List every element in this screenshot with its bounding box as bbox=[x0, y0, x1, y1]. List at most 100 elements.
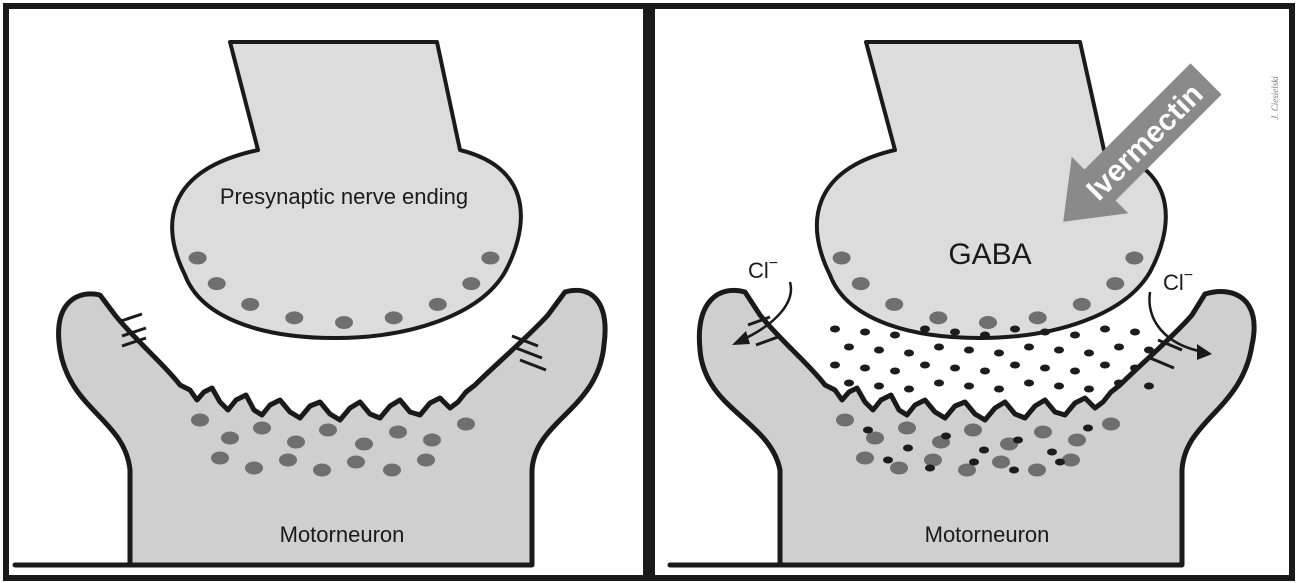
postsynaptic-dot bbox=[1028, 464, 1046, 477]
gaba-molecule bbox=[934, 344, 944, 351]
gaba-molecule bbox=[1130, 329, 1140, 336]
vesicle bbox=[208, 277, 226, 290]
gaba-molecule bbox=[1114, 344, 1124, 351]
postsynaptic-dot bbox=[1102, 418, 1120, 431]
gaba-molecule bbox=[964, 347, 974, 354]
vesicle bbox=[979, 316, 997, 329]
gaba-molecule bbox=[1010, 326, 1020, 333]
postsynaptic-dot bbox=[383, 464, 401, 477]
gaba-molecule bbox=[980, 332, 990, 339]
gaba-molecule bbox=[1054, 347, 1064, 354]
artist-signature: J. Ciesielski bbox=[1270, 76, 1280, 120]
postsynaptic-dot bbox=[898, 422, 916, 435]
left-motorneuron-label: Motorneuron bbox=[280, 522, 405, 547]
gaba-molecule bbox=[1144, 347, 1154, 354]
gaba-molecule bbox=[1024, 380, 1034, 387]
postsynaptic-dot bbox=[221, 432, 239, 445]
postsynaptic-dot bbox=[319, 424, 337, 437]
postsynaptic-dot bbox=[355, 438, 373, 451]
gaba-molecule bbox=[830, 326, 840, 333]
postsynaptic-dot bbox=[313, 464, 331, 477]
gaba-molecule bbox=[863, 427, 873, 434]
presynaptic-label: Presynaptic nerve ending bbox=[220, 184, 468, 209]
vesicle bbox=[1125, 251, 1143, 264]
gaba-molecule bbox=[1084, 350, 1094, 357]
gaba-molecule bbox=[874, 383, 884, 390]
postsynaptic-dot bbox=[992, 456, 1010, 469]
gaba-molecule bbox=[1009, 467, 1019, 474]
vesicle bbox=[929, 311, 947, 324]
gaba-molecule bbox=[904, 350, 914, 357]
gaba-molecule bbox=[925, 465, 935, 472]
gaba-molecule bbox=[1083, 425, 1093, 432]
gaba-molecule bbox=[860, 329, 870, 336]
postsynaptic-dot bbox=[287, 436, 305, 449]
gaba-molecule bbox=[860, 365, 870, 372]
left-panel: Presynaptic nerve ending Motorneuron bbox=[6, 6, 646, 578]
gaba-molecule bbox=[844, 344, 854, 351]
vesicle bbox=[462, 277, 480, 290]
vesicle bbox=[189, 251, 207, 264]
postsynaptic-dot bbox=[417, 454, 435, 467]
gaba-molecule bbox=[1055, 459, 1065, 466]
gaba-molecule bbox=[969, 459, 979, 466]
gaba-molecule bbox=[934, 380, 944, 387]
gaba-molecule bbox=[964, 383, 974, 390]
gaba-molecule bbox=[890, 332, 900, 339]
vesicle bbox=[885, 298, 903, 311]
postsynaptic-dot bbox=[1034, 426, 1052, 439]
gaba-molecule bbox=[979, 447, 989, 454]
postsynaptic-dot bbox=[924, 454, 942, 467]
gaba-molecule bbox=[950, 365, 960, 372]
postsynaptic-dot bbox=[890, 462, 908, 475]
gaba-molecule bbox=[1084, 386, 1094, 393]
postsynaptic-dot bbox=[245, 462, 263, 475]
vesicle bbox=[241, 298, 259, 311]
postsynaptic-dot bbox=[457, 418, 475, 431]
gaba-molecule bbox=[1130, 365, 1140, 372]
gaba-molecule bbox=[1040, 329, 1050, 336]
gaba-molecule bbox=[994, 386, 1004, 393]
vesicle bbox=[285, 311, 303, 324]
gaba-molecule bbox=[1040, 365, 1050, 372]
gaba-molecule bbox=[844, 380, 854, 387]
vesicle bbox=[429, 298, 447, 311]
postsynaptic-dot bbox=[423, 434, 441, 447]
postsynaptic-dot bbox=[191, 414, 209, 427]
gaba-molecule bbox=[980, 368, 990, 375]
gaba-molecule bbox=[1070, 332, 1080, 339]
gaba-molecule bbox=[920, 326, 930, 333]
gaba-molecule bbox=[1070, 368, 1080, 375]
postsynaptic-dot bbox=[856, 452, 874, 465]
gaba-molecule bbox=[1047, 449, 1057, 456]
vesicle bbox=[481, 251, 499, 264]
gaba-molecule bbox=[1100, 362, 1110, 369]
gaba-molecule bbox=[1010, 362, 1020, 369]
gaba-molecule bbox=[1013, 437, 1023, 444]
postsynaptic-dot bbox=[347, 456, 365, 469]
gaba-molecule bbox=[1144, 383, 1154, 390]
right-motorneuron-label: Motorneuron bbox=[925, 522, 1050, 547]
vesicle bbox=[1029, 311, 1047, 324]
gaba-molecule bbox=[1024, 344, 1034, 351]
gaba-molecule bbox=[903, 445, 913, 452]
gaba-molecule bbox=[830, 362, 840, 369]
gaba-molecule bbox=[1054, 383, 1064, 390]
postsynaptic-dot bbox=[389, 426, 407, 439]
gaba-molecule bbox=[904, 386, 914, 393]
postsynaptic-dot bbox=[1062, 454, 1080, 467]
gaba-molecule bbox=[874, 347, 884, 354]
gaba-molecule bbox=[941, 433, 951, 440]
gaba-label: GABA bbox=[948, 238, 1031, 271]
vesicle bbox=[1073, 298, 1091, 311]
gaba-molecule bbox=[950, 329, 960, 336]
vesicle bbox=[385, 311, 403, 324]
vesicle bbox=[852, 277, 870, 290]
postsynaptic-dot bbox=[211, 452, 229, 465]
postsynaptic-dot bbox=[964, 424, 982, 437]
right-panel: Ivermectin GABA Cl− Cl− Motorneuron J. C… bbox=[652, 6, 1292, 578]
gaba-molecule bbox=[1114, 380, 1124, 387]
postsynaptic-dot bbox=[253, 422, 271, 435]
gaba-molecule bbox=[920, 362, 930, 369]
